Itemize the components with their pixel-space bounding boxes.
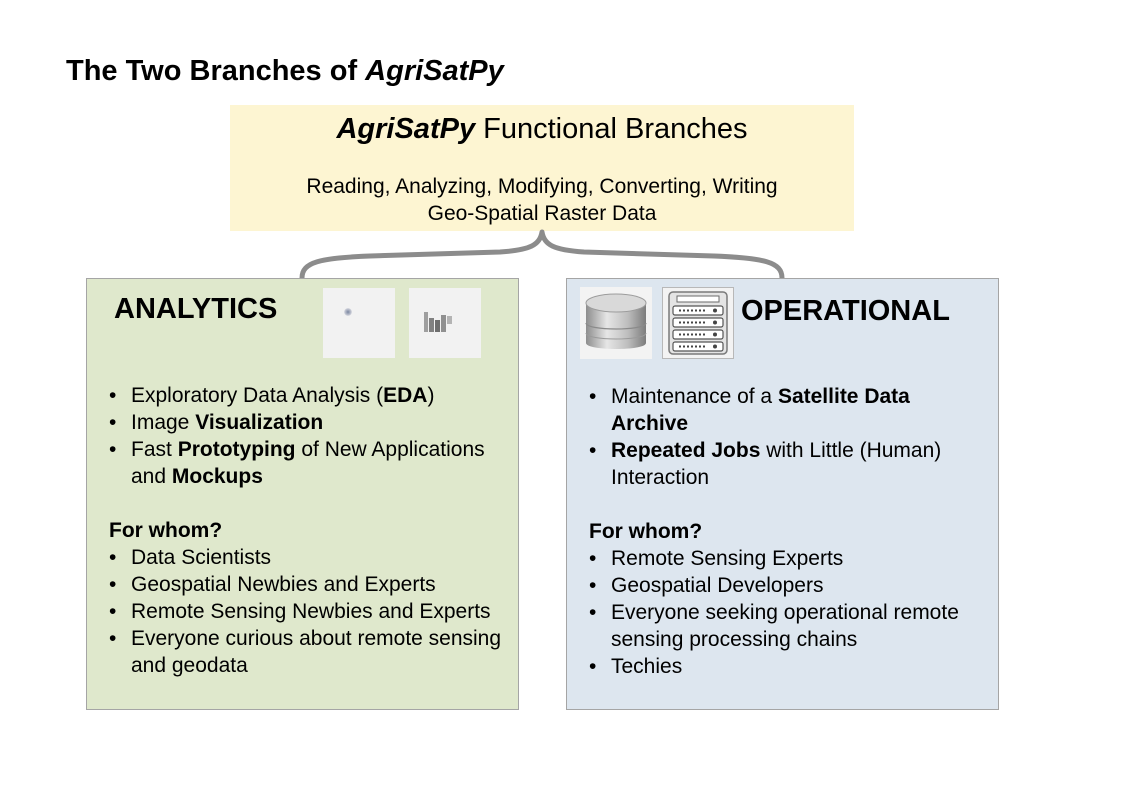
- list-item: Geospatial Developers: [589, 572, 990, 599]
- analytics-title: ANALYTICS: [114, 293, 278, 325]
- list-item: Everyone curious about remote sensing an…: [109, 625, 510, 679]
- operational-title: OPERATIONAL: [741, 295, 950, 327]
- operational-content: Maintenance of a Satellite Data Archive …: [589, 383, 990, 680]
- slide-title: The Two Branches of AgriSatPy: [66, 55, 504, 87]
- list-item: Remote Sensing Newbies and Experts: [109, 598, 510, 625]
- operational-feature-list: Maintenance of a Satellite Data Archive …: [589, 383, 990, 491]
- operational-audience-list: Remote Sensing Experts Geospatial Develo…: [589, 545, 990, 680]
- functional-branches-box: AgriSatPy Functional Branches Reading, A…: [230, 105, 854, 231]
- bar-chart-thumbnail-icon: [409, 288, 481, 358]
- list-item: Fast Prototyping of New Applications and…: [109, 436, 510, 490]
- list-item: Everyone seeking operational remote sens…: [589, 599, 990, 653]
- list-item: Geospatial Newbies and Experts: [109, 571, 510, 598]
- analytics-content: Exploratory Data Analysis (EDA) Image Vi…: [109, 382, 510, 679]
- functional-branches-description: Reading, Analyzing, Modifying, Convertin…: [306, 175, 778, 225]
- functional-branches-heading: AgriSatPy Functional Branches: [336, 113, 748, 145]
- list-item: Image Visualization: [109, 409, 510, 436]
- operational-panel: OPERATIONAL Maintenance of a Satellite D…: [566, 278, 999, 710]
- analytics-audience-list: Data Scientists Geospatial Newbies and E…: [109, 544, 510, 679]
- list-item: Exploratory Data Analysis (EDA): [109, 382, 510, 409]
- list-item: Remote Sensing Experts: [589, 545, 990, 572]
- list-item: Repeated Jobs with Little (Human) Intera…: [589, 437, 990, 491]
- list-item: Techies: [589, 653, 990, 680]
- list-item: Data Scientists: [109, 544, 510, 571]
- list-item: Maintenance of a Satellite Data Archive: [589, 383, 990, 437]
- operational-for-whom-heading: For whom?: [589, 520, 703, 543]
- slide-title-emphasis: AgriSatPy: [365, 55, 504, 87]
- scatter-thumbnail-icon: [323, 288, 395, 358]
- server-rack-icon: [662, 287, 734, 359]
- analytics-for-whom-heading: For whom?: [109, 519, 223, 542]
- database-icon: [580, 287, 652, 359]
- analytics-feature-list: Exploratory Data Analysis (EDA) Image Vi…: [109, 382, 510, 490]
- analytics-panel: ANALYTICS Exploratory Data Analysis (EDA…: [86, 278, 519, 710]
